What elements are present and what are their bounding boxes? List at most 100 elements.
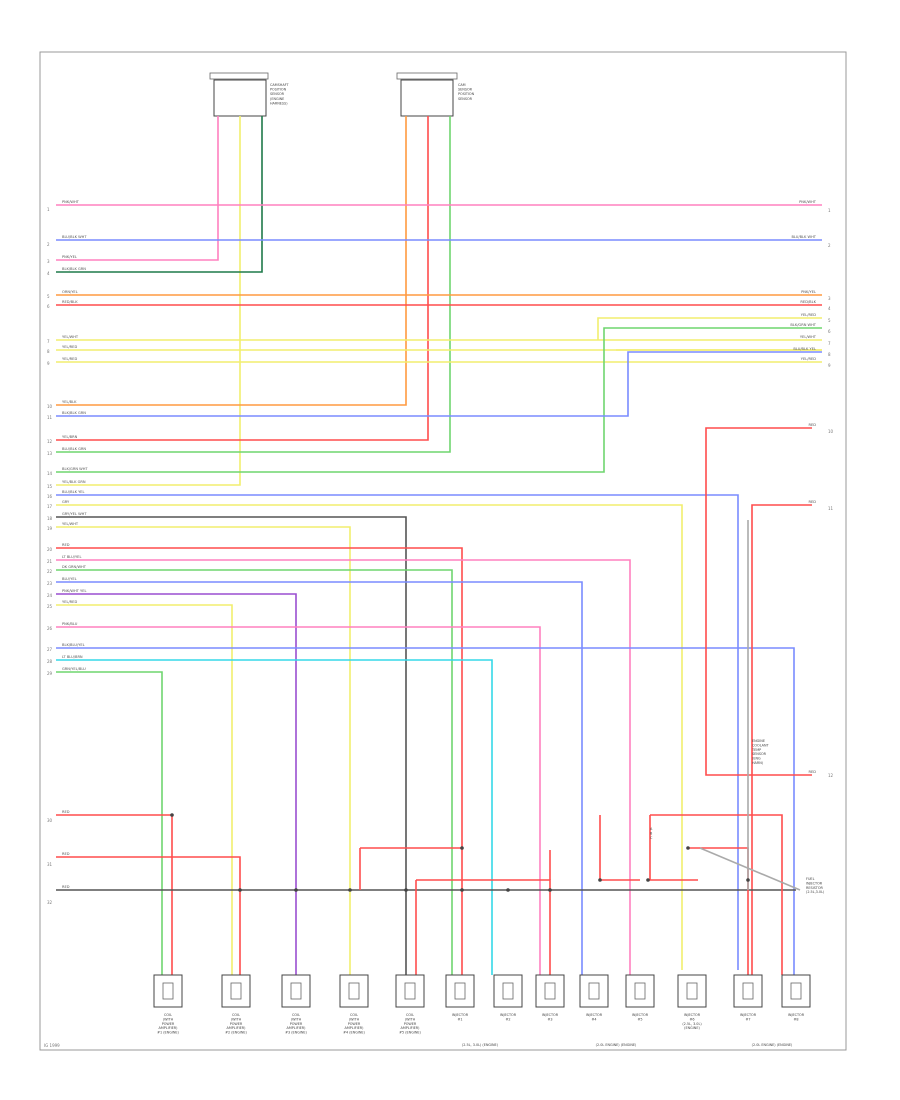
wire-label-left-14: YEL/BLK GRN	[62, 480, 86, 484]
wire-pwr-g	[650, 814, 783, 975]
left-pin-31: 31	[47, 862, 53, 867]
wire-diag	[699, 847, 801, 891]
wire-label-right-5: BLK/GRN WHT	[790, 323, 816, 327]
left-pin-13: 13	[47, 451, 53, 456]
wire-label-right-9: RED	[808, 423, 816, 427]
wire-h-blu2	[56, 581, 583, 975]
junction-dot-12	[746, 878, 750, 882]
left-pin-1: 1	[47, 207, 50, 212]
component-7: INJECTOR#2	[493, 974, 523, 1021]
component-inner-7	[502, 982, 514, 1000]
wire-pwr2	[56, 856, 241, 975]
wire-label-right-3: RED/BLK	[800, 300, 816, 304]
component-inner-4	[348, 982, 360, 1000]
wire-label-left-17: GRY/YEL WHT	[62, 512, 87, 516]
wire-label-left-11: YEL/BRN	[62, 435, 78, 439]
left-pin-8: 8	[47, 349, 50, 354]
wire-label-left-21: DK GRN/WHT	[62, 565, 87, 569]
wire-label-right-0: PNK/WHT	[799, 200, 817, 204]
right-pin-6: 6	[828, 329, 831, 334]
wire-h-yel	[56, 504, 683, 970]
left-pin-9: 9	[47, 361, 50, 366]
wire-label-left-1: BLU/BLK WHT	[62, 235, 87, 239]
component-label-6: INJECTOR#1	[452, 1013, 469, 1021]
wire-r-yellow	[597, 317, 822, 340]
wire-label-left-22: BLU/YEL	[62, 577, 77, 581]
junction-dot-6	[460, 888, 464, 892]
left-pin-17: 17	[47, 504, 53, 509]
junction-dot-7	[506, 888, 510, 892]
left-pin-32: 32	[47, 900, 53, 905]
component-label-10: INJECTOR#5	[632, 1013, 649, 1021]
footer-text: IG 1999	[44, 1043, 60, 1048]
component-inner-8	[544, 982, 556, 1000]
right-pin-10: 10	[828, 429, 834, 434]
component-inner-1	[162, 982, 174, 1000]
wire-sensor-left-3	[56, 116, 263, 273]
left-pin-29: 29	[47, 671, 53, 676]
wire-label-right-10: RED	[808, 500, 816, 504]
component-inner-3	[290, 982, 302, 1000]
left-pin-15: 15	[47, 484, 53, 489]
wire-label-left-15: BLU/BLK YEL	[62, 490, 85, 494]
wire-label-left-0: PNK/WHT	[62, 200, 80, 204]
component-box-6	[445, 974, 475, 1008]
component-box-12	[733, 974, 763, 1008]
left-pin-11: 11	[47, 415, 53, 420]
junction-dot-0	[170, 813, 174, 817]
wire-label-left-16: GRY	[62, 500, 70, 504]
left-pin-22: 22	[47, 569, 53, 574]
right-pin-2: 2	[828, 243, 831, 248]
left-pin-24: 24	[47, 593, 53, 598]
component-label-11: INJECTOR#6(2.5L, 3.0L)(ENGINE)	[682, 1013, 702, 1030]
left-pin-16: 16	[47, 494, 53, 499]
component-box-8	[535, 974, 565, 1008]
component-inner-13	[790, 982, 802, 1000]
junction-dot-2	[294, 888, 298, 892]
wire-label-left-3: BLK/BLK GRN	[62, 267, 86, 271]
wire-label-left-8: YEL/RED	[62, 357, 77, 361]
component-box-11	[677, 974, 707, 1008]
left-pin-28: 28	[47, 659, 53, 664]
pin-group: 1234567891011121314151617181920212223242…	[47, 207, 834, 905]
component-inner-2	[230, 982, 242, 1000]
wire-label-left-19: RED	[62, 543, 70, 547]
wire-r-red2	[751, 504, 812, 975]
wire-label-left-28: GRN/YEL/BLU	[62, 667, 86, 671]
junction-dot-10	[646, 878, 650, 882]
component-box-9	[579, 974, 609, 1008]
wire-label-left-20: LT BLU/YEL	[62, 555, 81, 559]
junction-dot-1	[238, 888, 242, 892]
component-inner-6	[454, 982, 466, 1000]
component-box-7	[493, 974, 523, 1008]
junction-dot-9	[598, 878, 602, 882]
group-caption-3: (2.0L ENGINE) (ENGINE)	[752, 1043, 793, 1047]
left-pin-12: 12	[47, 439, 53, 444]
junction-dot-5	[460, 846, 464, 850]
component-8: INJECTOR#3	[535, 974, 565, 1021]
wire-group	[56, 116, 822, 975]
left-pin-2: 2	[47, 242, 50, 247]
component-inner-12	[742, 982, 754, 1000]
wire-label-left-5: RED/BLK	[62, 300, 78, 304]
wire-h-pnk2	[56, 626, 541, 975]
component-box-13	[781, 974, 811, 1008]
component-11: INJECTOR#6(2.5L, 3.0L)(ENGINE)	[677, 974, 707, 1030]
component-box-3	[281, 974, 311, 1008]
wire-label-left-10: BLK/BLK GRN	[62, 411, 86, 415]
component-label-7: INJECTOR#2	[500, 1013, 517, 1021]
wire-label-right-4: YEL/RED	[801, 313, 816, 317]
wire-sensor-right-1	[56, 116, 407, 406]
wire-label-left-25: PNK/BLU	[62, 622, 78, 626]
right-pin-12: 12	[828, 773, 834, 778]
wire-h-yel2	[56, 526, 351, 975]
component-13: INJECTOR#8	[781, 974, 811, 1021]
wire-pwr-h	[649, 815, 698, 881]
sensor-box-right	[400, 79, 454, 117]
component-10: INJECTOR#5	[625, 974, 655, 1021]
